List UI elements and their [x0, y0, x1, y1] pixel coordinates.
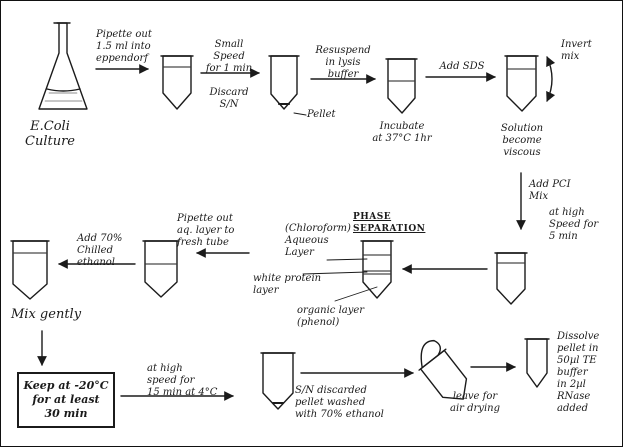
tube-6-icon — [142, 240, 180, 298]
label-organic-layer: organic layer (phenol) — [297, 305, 365, 328]
flask-icon — [38, 22, 88, 110]
label-add-sds: Add SDS — [439, 61, 485, 72]
label-discard: Discard S/N — [209, 87, 249, 110]
label-resuspend: Resuspend in lysis buffer — [315, 45, 371, 80]
tube-3-icon — [385, 58, 418, 114]
label-dissolve: Dissolve pellet in 50µl TE buffer in 2µl… — [557, 331, 600, 414]
label-high-speed-15: at high speed for 15 min at 4°C — [147, 363, 218, 398]
label-add-ethanol: Add 70% Chilled ethanol — [77, 233, 123, 268]
tube-5-icon — [494, 252, 528, 305]
keep-at-box: Keep at -20°C for at least 30 min — [17, 372, 115, 428]
tube-9-icon — [524, 338, 550, 388]
label-pipette-aq: Pipette out aq. layer to fresh tube — [177, 213, 235, 248]
label-sn-discarded: S/N discarded pellet washed with 70% eth… — [295, 385, 384, 420]
label-phase-separation: PHASE SEPARATION — [353, 212, 426, 234]
flask-label: E.Coli Culture — [25, 119, 75, 149]
tube-2-icon — [268, 55, 300, 110]
label-air-drying: leave for air drying — [450, 391, 500, 414]
label-invert-mix: Invert mix — [561, 39, 592, 62]
label-high-speed-5: at high Speed for 5 min — [549, 207, 599, 242]
label-keep-at: Keep at -20°C for at least 30 min — [23, 379, 109, 420]
tube-7-icon — [10, 240, 50, 300]
label-viscous: Solution become viscous — [500, 123, 544, 158]
pellet-pointer — [293, 112, 307, 116]
invert-arrow — [546, 56, 556, 102]
label-incubate: Incubate at 37°C 1hr — [372, 121, 432, 144]
label-mix-gently: Mix gently — [11, 307, 82, 322]
label-pipette-out: Pipette out 1.5 ml into eppendorf — [96, 29, 152, 64]
phase-tube-icon — [360, 240, 394, 299]
label-aqueous-layer: (Chloroform) Aqueous Layer — [285, 223, 351, 258]
label-small-speed: Small Speed for 1 min — [205, 39, 253, 74]
tube-4-icon — [504, 55, 539, 112]
label-pellet: Pellet — [307, 109, 336, 120]
tube-8-icon — [260, 352, 296, 410]
tube-1-icon — [160, 55, 194, 110]
label-white-protein: white protein layer — [253, 273, 322, 296]
label-add-pci: Add PCI Mix — [529, 179, 571, 202]
open-tube-icon — [418, 339, 468, 400]
